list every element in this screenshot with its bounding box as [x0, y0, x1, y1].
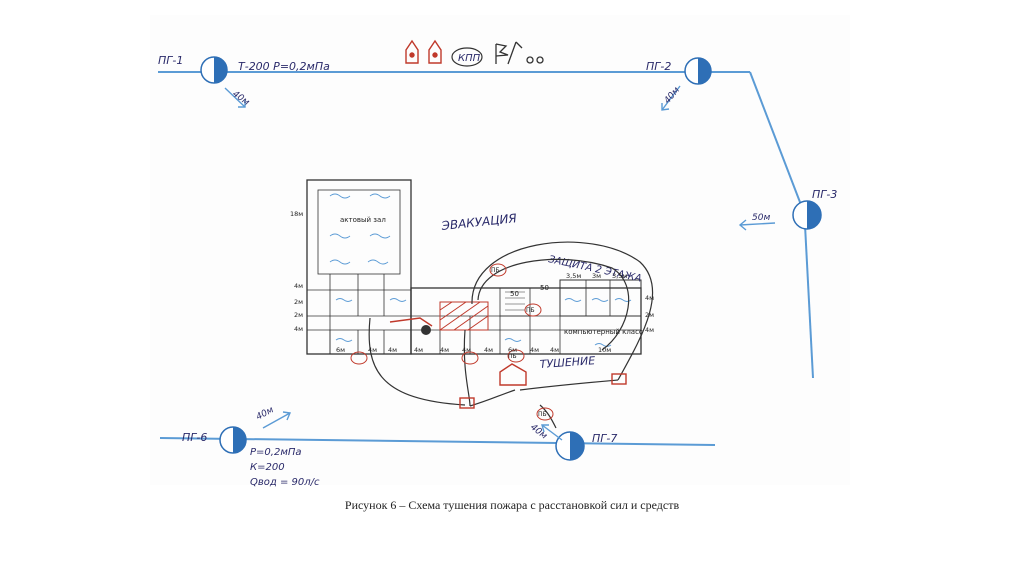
- trunk-tag-5: 50: [510, 290, 519, 298]
- pg6-param-pressure: Р=0,2мПа: [250, 447, 302, 458]
- dim-label-21: 2м: [645, 311, 654, 319]
- dim-label-7: 4м: [368, 346, 377, 354]
- dim-label-6: 6м: [336, 346, 345, 354]
- dim-label-12: 4м: [484, 346, 493, 354]
- hq-flag-icon: [495, 41, 544, 65]
- hydrant-label-pg1: ПГ-1: [158, 54, 183, 67]
- fire-source-icon: [421, 325, 431, 335]
- dim-label-2: 4м: [294, 282, 303, 290]
- dim-label-16: 10м: [598, 346, 611, 354]
- fire-zone: [389, 301, 489, 331]
- dim-label-1: 18м: [290, 210, 303, 218]
- trunk-tag-1: ПБ: [508, 353, 517, 360]
- dim-label-5: 4м: [294, 325, 303, 333]
- room-hatching: [329, 193, 632, 347]
- drawing-sheet: [150, 15, 850, 485]
- dim-label-8: 4м: [388, 346, 397, 354]
- main-pipe-label: Т-200 Р=0,2мПа: [238, 60, 330, 73]
- dim-label-15: 4м: [550, 346, 559, 354]
- dim-label-13: 6м: [508, 346, 517, 354]
- dim-label-20: 4м: [645, 294, 654, 302]
- approach-label-pg1: 40м: [230, 89, 251, 108]
- pg6-param-k: К=200: [250, 462, 285, 473]
- hydrant-pg3-icon: [792, 200, 822, 230]
- hydrant-label-pg6: ПГ-6: [182, 431, 207, 444]
- hydrant-label-pg7: ПГ-7: [592, 432, 617, 445]
- nozzle-tag-5-icon: [489, 263, 507, 277]
- dim-label-9: 4м: [414, 346, 423, 354]
- approach-arrows: [224, 85, 776, 441]
- figure-caption: Рисунок 6 – Схема тушения пожара с расст…: [344, 498, 680, 512]
- dim-label-18: 3м: [592, 272, 601, 280]
- water-main: [158, 71, 814, 446]
- dim-label-10: 4м: [440, 346, 449, 354]
- nozzle-tag-1-icon: [350, 351, 368, 365]
- fire-truck-building-icon: [499, 363, 527, 386]
- command-post-icon: [451, 47, 483, 67]
- hydrant-pg1-icon: [200, 56, 228, 84]
- hose-lines: [368, 241, 654, 429]
- action-label-evacuation: ЭВАКУАЦИЯ: [440, 211, 518, 233]
- building-plan: [306, 179, 642, 355]
- nozzle-tag-6-icon: [536, 407, 554, 421]
- branch-manifold-1-icon: [459, 397, 475, 409]
- dim-label-3: 2м: [294, 298, 303, 306]
- command-post-label: КПП: [458, 53, 481, 64]
- trunk-tag-3: ПБ: [491, 267, 500, 274]
- dim-label-17: 3,5м: [566, 272, 581, 280]
- approach-label-pg6: 40м: [255, 405, 276, 422]
- pg6-param-flow: Qвод = 90л/с: [250, 477, 320, 488]
- hydrant-pg7-icon: [555, 431, 585, 461]
- room-label-assembly-hall: актовый зал: [340, 216, 386, 224]
- action-label-extinguishing: ТУШЕНИЕ: [539, 354, 595, 371]
- room-label-computer-class: компьютерный класс: [564, 328, 643, 336]
- hydrant-label-pg3: ПГ-3: [812, 188, 837, 201]
- nozzle-tag-3-icon: [507, 349, 525, 363]
- branch-manifold-2-icon: [611, 373, 627, 385]
- dim-label-19: 3,5м: [612, 272, 627, 280]
- fire-truck-icons: [405, 39, 442, 64]
- dim-label-22: 4м: [645, 326, 654, 334]
- hydrant-label-pg2: ПГ-2: [646, 60, 671, 73]
- approach-label-pg2: 40м: [663, 85, 683, 106]
- nozzle-tag-2-icon: [461, 351, 479, 365]
- dim-label-4: 2м: [294, 311, 303, 319]
- trunk-tag-6: 50: [540, 284, 549, 292]
- nozzle-tag-4-icon: [524, 303, 542, 317]
- trunk-tag-2: ПБ: [526, 307, 535, 314]
- hydrant-pg6-icon: [219, 426, 247, 454]
- hydrant-pg2-icon: [684, 57, 712, 85]
- trunk-tag-4: ПБ: [538, 411, 547, 418]
- dim-label-11: 4м: [462, 346, 471, 354]
- approach-label-pg3: 50м: [752, 213, 770, 223]
- dim-label-14: 4м: [530, 346, 539, 354]
